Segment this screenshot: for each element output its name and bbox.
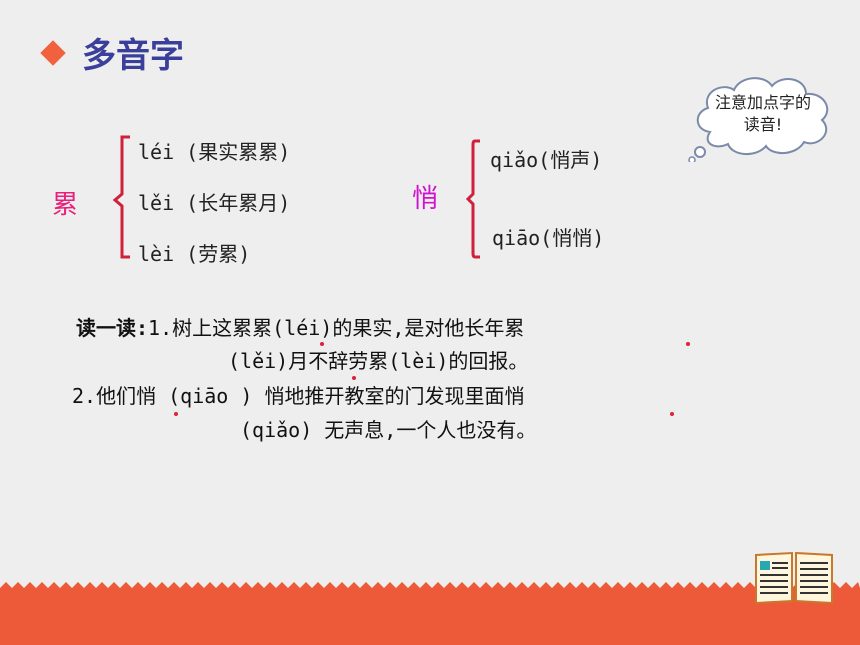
lei-brace-icon: [112, 135, 130, 259]
qiao-brace-icon: [466, 139, 480, 259]
exercise-line-2: (lěi)月不辞劳累(lèi)的回报。: [228, 349, 529, 373]
diamond-bullet-icon: [40, 39, 66, 66]
exercise-lead: 读一读:: [76, 316, 149, 340]
emphasis-dot: [670, 412, 674, 416]
qiao-reading-2: qiāo(悄悄): [492, 226, 605, 250]
footer-zigzag-icon: [0, 582, 860, 645]
qiao-character: 悄: [412, 184, 439, 214]
cloud-note: 注意加点字的 读音!: [688, 92, 838, 136]
exercise-line-3: 2.他们悄 (qiāo ) 悄地推开教室的门发现里面悄: [72, 384, 525, 408]
cloud-note-line2: 读音!: [743, 115, 783, 134]
lei-reading-3: lèi (劳累): [138, 242, 251, 266]
page-title: 多音字: [82, 36, 184, 76]
lei-reading-1: léi (果实累累): [138, 140, 291, 164]
cloud-note-line1: 注意加点字的: [714, 93, 811, 112]
emphasis-dot: [174, 412, 178, 416]
exercise-line1-text: 1.树上这累累(léi)的果实,是对他长年累: [148, 316, 525, 340]
title-bar: 多音字: [40, 28, 184, 77]
emphasis-dot: [686, 342, 690, 346]
emphasis-dot: [320, 342, 324, 346]
lei-character: 累: [52, 190, 79, 220]
emphasis-dot: [352, 376, 356, 380]
lei-reading-2: lěi (长年累月): [138, 191, 291, 215]
exercise-line-4: (qiǎo) 无声息,一个人也没有。: [240, 418, 537, 442]
exercise-line-1: 读一读:1.树上这累累(léi)的果实,是对他长年累: [76, 312, 524, 341]
footer-band: [0, 582, 860, 645]
thought-cloud-icon: [688, 77, 829, 162]
qiao-reading-1: qiǎo(悄声): [490, 148, 603, 172]
thought-cloud: 注意加点字的 读音!: [688, 72, 838, 162]
open-book-icon: [755, 551, 833, 605]
